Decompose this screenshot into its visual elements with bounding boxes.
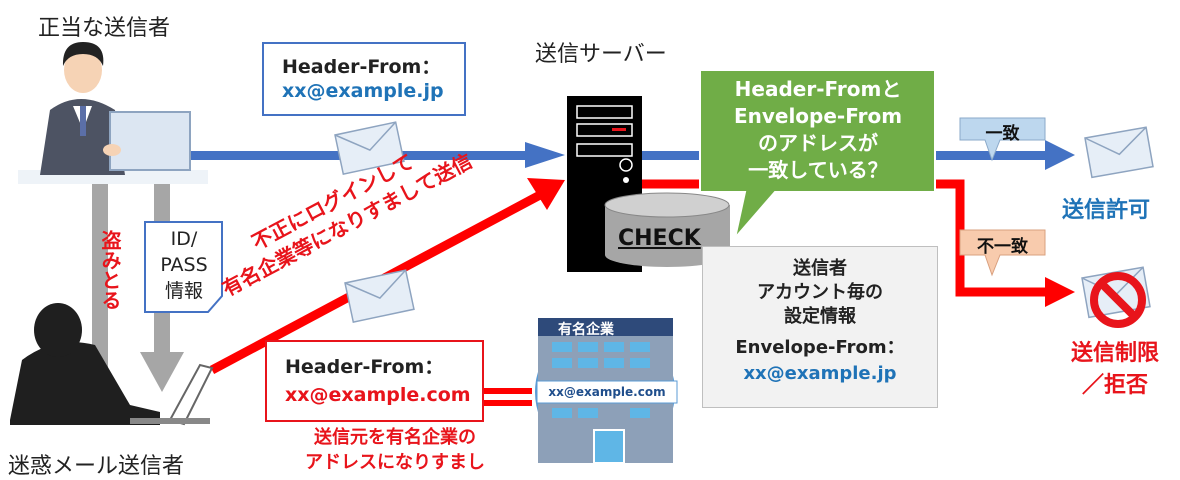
server-out-red-arrowhead (1045, 277, 1075, 307)
legit-arrowhead (525, 142, 565, 168)
envelope-icon (344, 269, 415, 324)
equals-bar-bottom (482, 400, 532, 406)
send-ok-label: 送信許可 (1062, 198, 1151, 223)
id-pass-label: ID/ PASS 情報 (148, 226, 220, 304)
send-reject-label: 送信制限 ／拒否 (1060, 338, 1170, 402)
legit-sender-label: 正当な送信者 (38, 16, 171, 41)
settings-line: アカウント毎の (757, 282, 883, 303)
envelope-icon (334, 121, 405, 176)
server-label: 送信サーバー (535, 42, 667, 67)
spam-arrowhead (527, 178, 565, 210)
settings-line: 設定情報 (784, 306, 856, 327)
match-tag (959, 117, 1046, 162)
legit-header-box: Header-From： xx@example.jp (262, 42, 466, 116)
send-reject-line: 送信制限 (1070, 341, 1159, 366)
callout-line: 一致している？ (748, 158, 888, 182)
spoof-header-label: Header-From： (285, 356, 444, 378)
settings-envelope-label: Envelope-From： (735, 337, 905, 358)
spoof-caption: 送信元を有名企業の アドレスになりすまし (275, 425, 515, 475)
spoof-caption-line: アドレスになりすまし (305, 452, 485, 473)
callout-text: Header-Fromと Envelope-From のアドレスが 一致している… (702, 76, 934, 184)
legit-sender-figure (18, 42, 208, 184)
company-building (535, 318, 678, 464)
legit-header-address: xx@example.jp (282, 80, 444, 102)
settings-box: 送信者 アカウント毎の 設定情報 Envelope-From： xx@examp… (702, 246, 938, 408)
settings-envelope-address: xx@example.jp (743, 363, 897, 384)
company-address: xx@example.com (548, 385, 666, 399)
company-name: 有名企業 (558, 322, 614, 338)
id-pass-line: 情報 (164, 280, 203, 302)
id-pass-note (144, 221, 223, 313)
spoof-header-address: xx@example.com (285, 384, 471, 406)
legit-header-label: Header-From： (282, 56, 441, 78)
callout-bubble (699, 69, 936, 239)
server-out-blue-arrowhead (1045, 140, 1075, 170)
steal-loop-arrowhead (140, 352, 184, 392)
send-reject-line: ／拒否 (1081, 373, 1148, 398)
spoof-header-box: Header-From： xx@example.com (265, 340, 484, 422)
callout-line: Header-Fromと (734, 77, 902, 101)
id-pass-line: ID/ (170, 228, 198, 250)
envelope-icon (1084, 126, 1154, 179)
spammer-figure (10, 303, 214, 426)
equals-bar-top (482, 388, 532, 394)
spammer-label: 迷惑メール送信者 (8, 454, 185, 479)
steal-label: 盗みとる (98, 230, 122, 310)
match-label: 一致 (985, 124, 1020, 144)
id-pass-line: PASS (160, 254, 208, 276)
callout-line: Envelope-From (733, 104, 903, 128)
spoof-caption-line: 送信元を有名企業の (314, 427, 476, 448)
settings-line: 送信者 (793, 258, 847, 279)
mismatch-tag (959, 229, 1046, 277)
check-label: CHECK (618, 226, 701, 251)
prohibited-icon (1090, 272, 1146, 328)
mismatch-label: 不一致 (977, 237, 1028, 257)
callout-line: のアドレスが (758, 131, 878, 155)
